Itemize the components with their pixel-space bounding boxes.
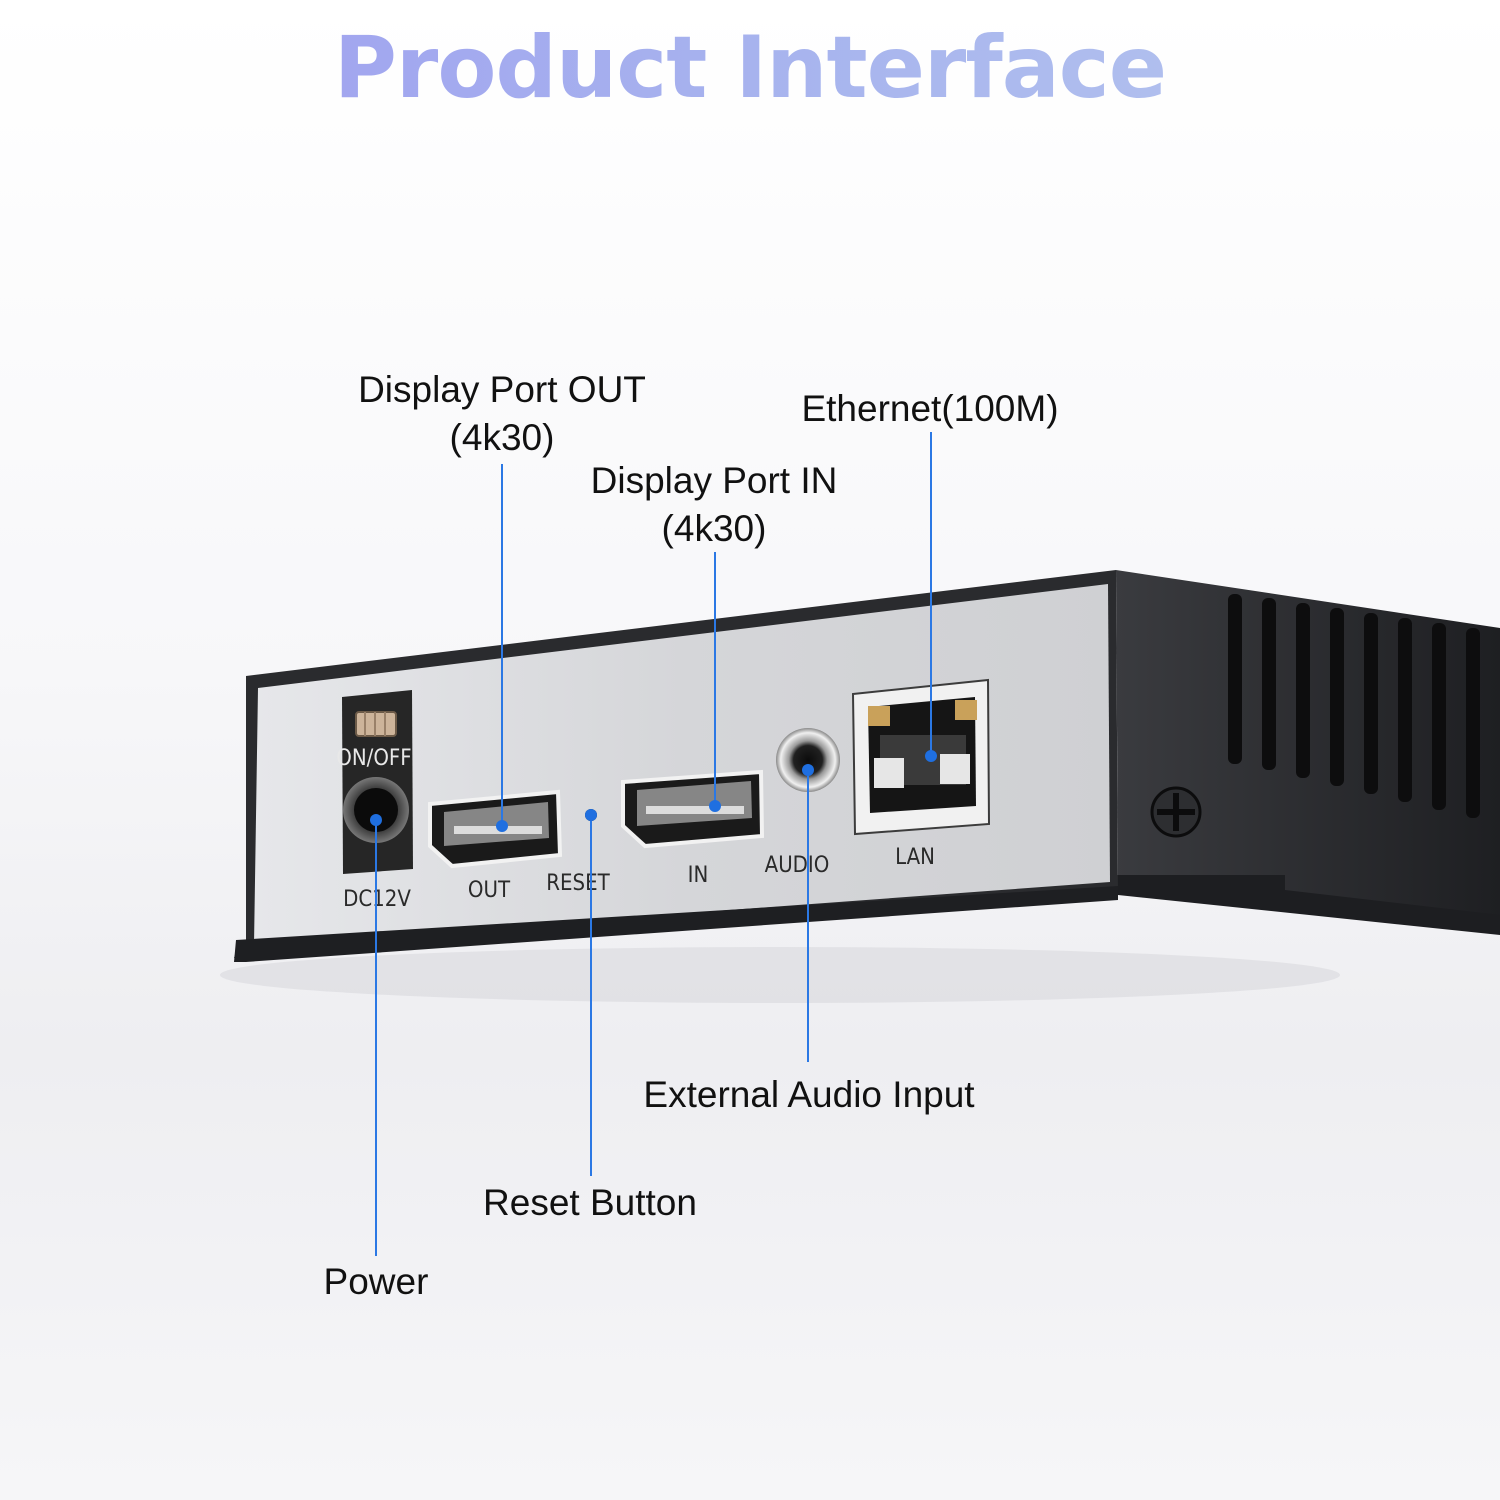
out-label: OUT xyxy=(468,878,511,903)
callout-reset-line1: Reset Button xyxy=(483,1182,697,1223)
reset-label: RESET xyxy=(546,871,610,896)
switch-label: ON/OFF xyxy=(336,746,411,771)
callout-power: Power xyxy=(226,1258,526,1306)
lan-label: LAN xyxy=(895,845,935,870)
callout-dp-out-line1: Display Port OUT xyxy=(358,369,646,410)
callout-audio-line1: External Audio Input xyxy=(643,1074,975,1115)
lan-port-icon[interactable] xyxy=(851,678,991,836)
chassis-bottom-flange xyxy=(1110,875,1500,935)
page-title: Product Interface xyxy=(0,18,1500,118)
pointer-dot-ethernet xyxy=(925,750,937,762)
vent-slots xyxy=(1228,594,1480,818)
callout-dp-in-line1: Display Port IN xyxy=(590,460,838,501)
pointer-dot-reset xyxy=(585,809,597,821)
callout-reset: Reset Button xyxy=(390,1179,790,1227)
callout-dp-out: Display Port OUT (4k30) xyxy=(302,366,702,462)
audio-jack-icon[interactable] xyxy=(776,728,840,792)
displayport-in-icon[interactable] xyxy=(621,769,765,849)
pointer-dot-dp-out xyxy=(496,820,508,832)
pointer-dot-power xyxy=(370,814,382,826)
callout-power-line1: Power xyxy=(323,1261,429,1302)
callout-dp-in-line2: (4k30) xyxy=(661,508,767,549)
screw-icon xyxy=(1150,786,1202,838)
power-block: ON/OFF xyxy=(336,690,413,874)
callout-ethernet-line1: Ethernet(100M) xyxy=(801,388,1059,429)
front-bottom-lip xyxy=(234,886,1118,962)
dc-label: DC12V xyxy=(343,887,411,912)
callout-ethernet: Ethernet(100M) xyxy=(730,385,1130,433)
displayport-out-icon[interactable] xyxy=(428,789,563,869)
callout-dp-out-line2: (4k30) xyxy=(449,417,555,458)
audio-label: AUDIO xyxy=(765,853,830,878)
pointer-dot-audio xyxy=(802,764,814,776)
in-label: IN xyxy=(688,863,709,888)
pointer-dot-dp-in xyxy=(709,800,721,812)
device-shadow xyxy=(220,947,1340,1003)
callout-audio: External Audio Input xyxy=(559,1071,1059,1119)
callout-dp-in: Display Port IN (4k30) xyxy=(514,457,914,553)
